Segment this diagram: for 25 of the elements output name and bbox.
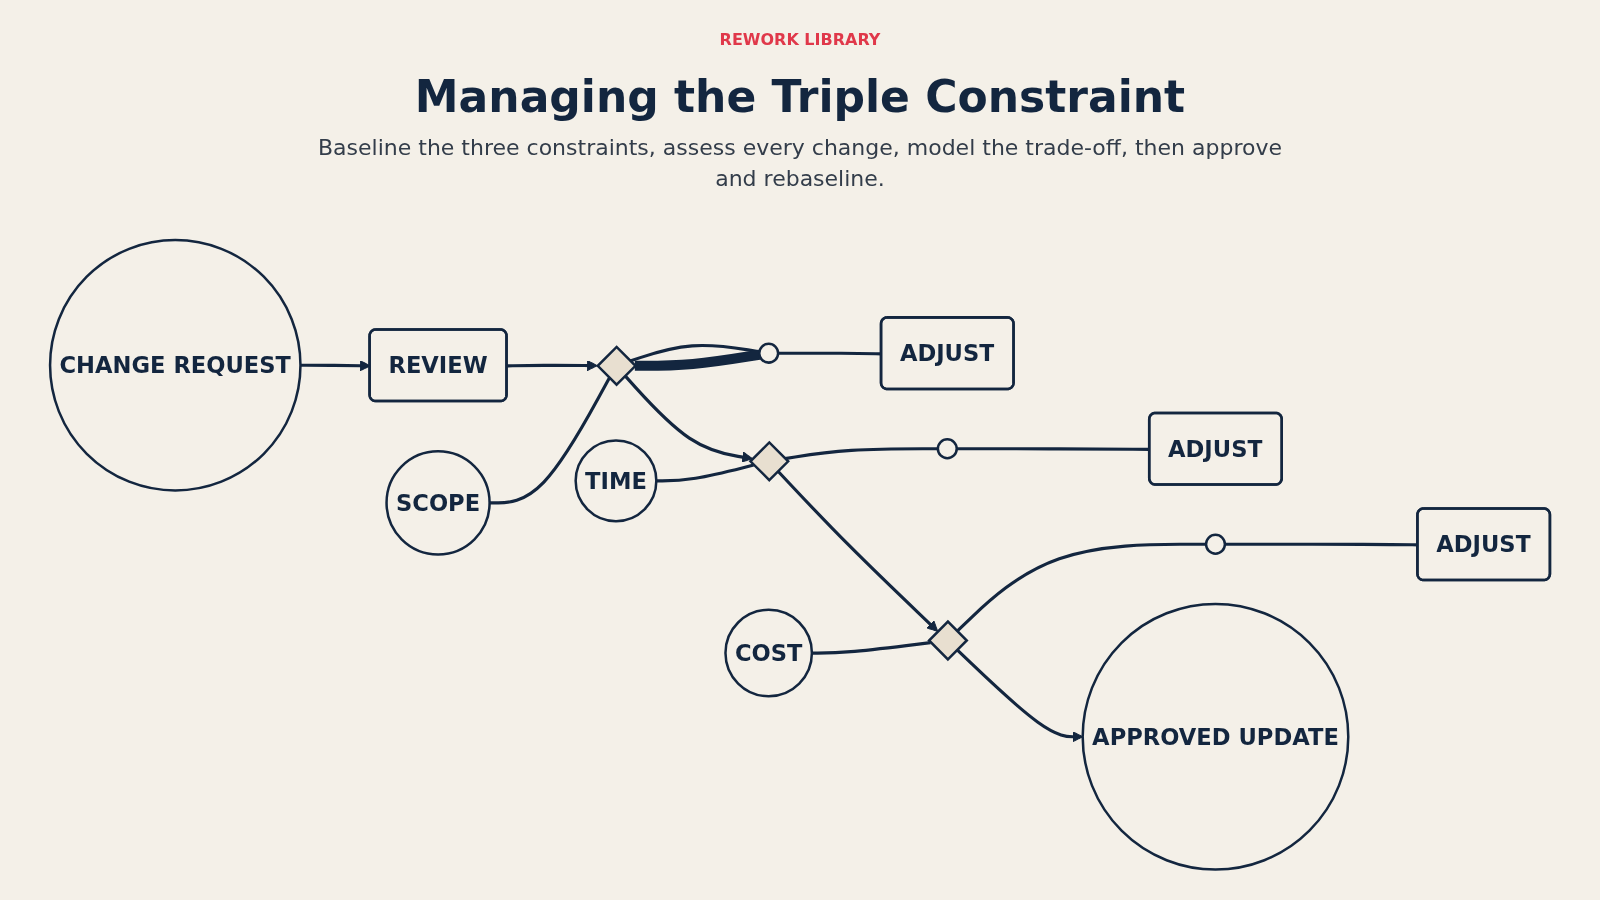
connector	[956, 447, 1150, 452]
arrow	[623, 374, 753, 463]
connector	[656, 463, 754, 483]
connector	[634, 349, 761, 371]
arrow	[776, 470, 939, 632]
node-circle: SCOPE	[385, 450, 491, 556]
node-diamond	[927, 620, 969, 662]
connector	[784, 447, 938, 461]
node-circle	[758, 342, 780, 365]
node-circle	[1204, 533, 1227, 556]
node-diamond	[748, 440, 790, 483]
connector	[778, 351, 882, 356]
arrow	[507, 360, 598, 372]
title: Managing the Triple Constraint	[414, 71, 1186, 122]
node-circle: COST	[724, 608, 814, 698]
node-circle: APPROVED UPDATE	[1081, 602, 1350, 871]
node-circle: TIME	[574, 439, 658, 523]
node-diamond	[596, 345, 638, 387]
eyebrow-text: REWORK LIBRARY	[719, 30, 881, 49]
connector	[489, 377, 611, 505]
connector	[811, 641, 931, 655]
connector	[955, 542, 1207, 633]
node-circle: CHANGE REQUEST	[48, 239, 302, 492]
node-circle	[936, 438, 958, 460]
subtitle: Baseline the three constraints, assess every change, model the trade-off, then approve and rebaseline.	[317, 134, 1283, 193]
